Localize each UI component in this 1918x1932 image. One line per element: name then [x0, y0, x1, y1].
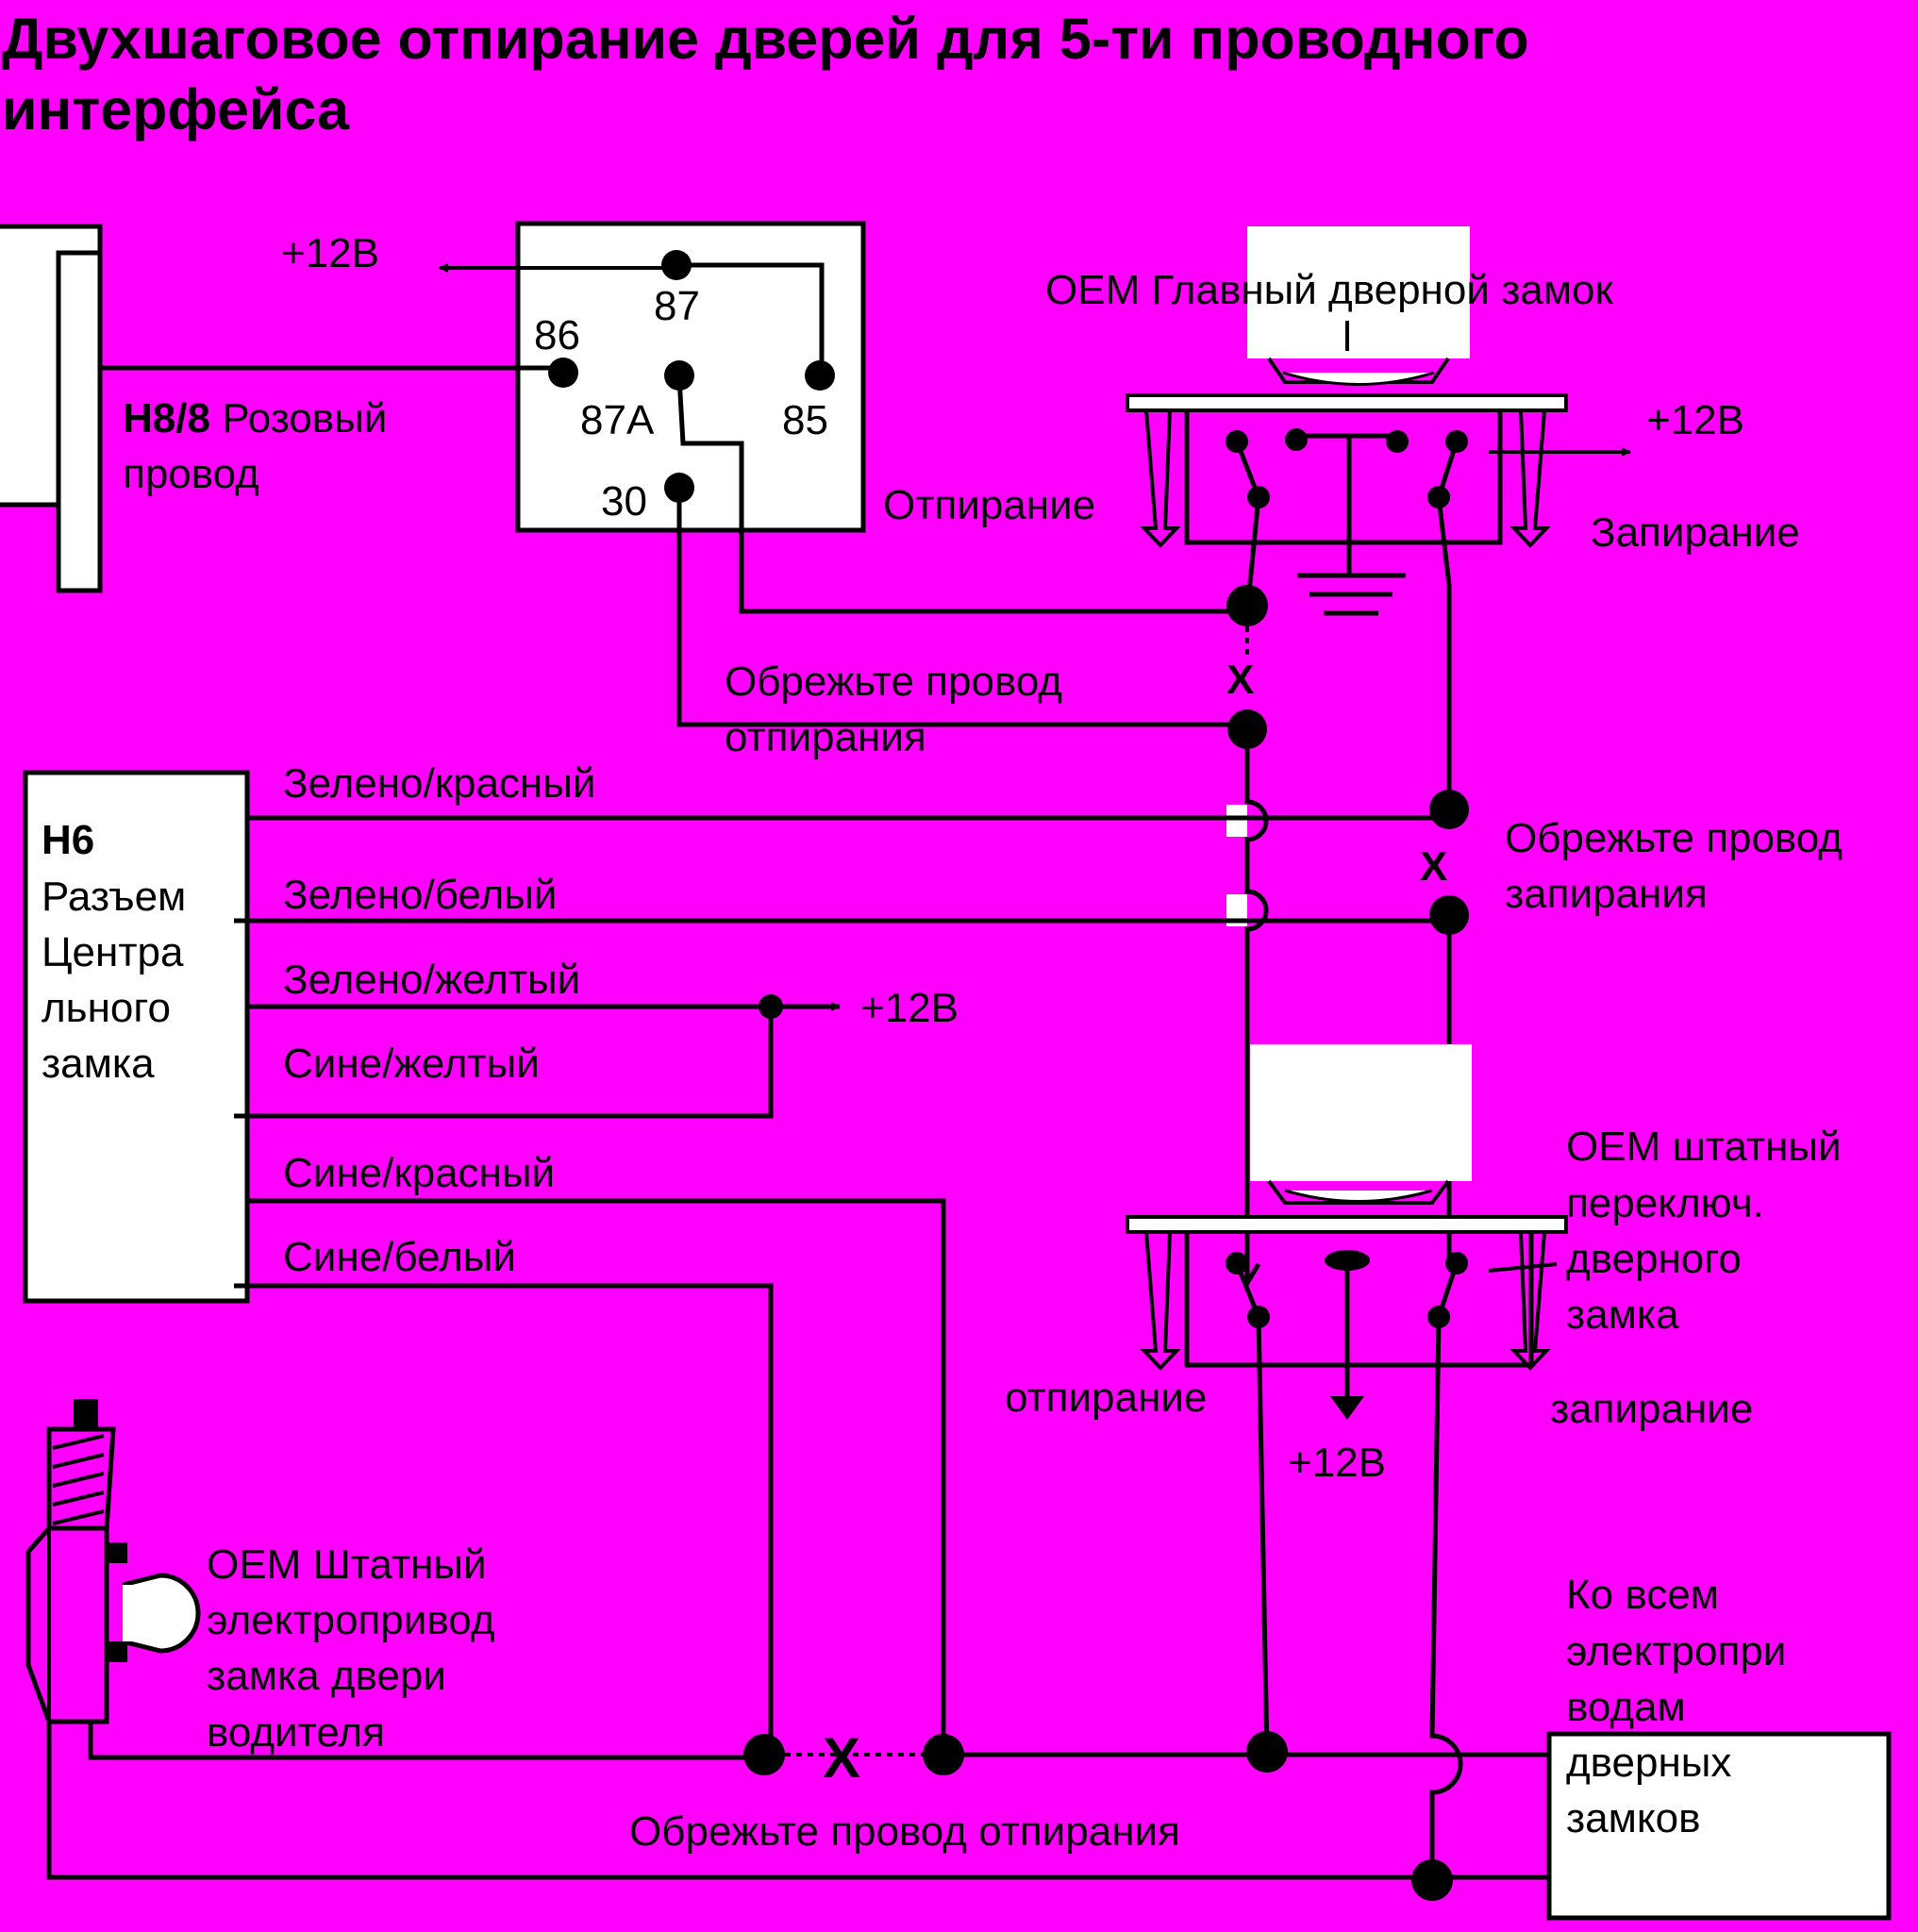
cut-mark-unlock-bottom: X: [823, 1726, 860, 1790]
relay-pin-30: 30: [601, 478, 647, 525]
h6-line-4: замка: [42, 1041, 155, 1087]
title-line-2: интерфейса: [2, 77, 350, 142]
oem-main-lock-lock-label: Запирание: [1591, 509, 1800, 556]
oem-main-lock-body: [1247, 226, 1470, 358]
relay-plus12-label: +12В: [281, 230, 379, 276]
splice-dot: [1411, 1859, 1453, 1901]
cut-unlock-bottom-label: Обрежьте провод отпирания: [629, 1808, 1180, 1855]
oem-switch-plus12: +12В: [1288, 1440, 1386, 1486]
relay-30-wire: [676, 488, 1247, 727]
all-actuators-box: [1546, 1731, 1892, 1921]
cut-unlock-1-line-1: Обрежьте провод: [725, 658, 1062, 705]
driver-actuator-line-2: электропривод: [207, 1597, 494, 1643]
h8-connector: [0, 224, 103, 593]
actuator-lock-wire: [46, 1722, 1549, 1880]
wire-blue-yellow: [234, 1007, 774, 1119]
relay-pin-85-dot: [805, 360, 835, 391]
oem-switch-lock-label: запирание: [1550, 1386, 1753, 1432]
relay-pin-86: 86: [534, 312, 580, 358]
all-actuators-line-5: замков: [1566, 1795, 1700, 1841]
wire-blue-yellow-label: Сине/желтый: [283, 1041, 540, 1087]
oem-lock-switch: [1126, 1044, 1568, 1420]
relay-pin-87-dot: [661, 250, 692, 280]
splice-dot: [743, 1734, 785, 1775]
cut-lock-line-1: Обрежьте провод: [1505, 815, 1843, 861]
oem-lock-switch-plate: [1126, 1215, 1568, 1234]
wire-green-white-label: Зелено/белый: [283, 872, 557, 918]
cut-mark-unlock-top: X: [1226, 657, 1254, 703]
h6-connector: [23, 770, 250, 1304]
all-actuators-line-1: Ко всем: [1566, 1572, 1719, 1618]
driver-actuator-line-4: водителя: [207, 1709, 385, 1756]
h6-line-1: Разъем: [42, 874, 186, 920]
oem-main-lock-plate: [1126, 393, 1568, 412]
oem-main-lock-unlock-label: Отпирание: [883, 482, 1095, 528]
actuator-unlock-wire: [88, 1722, 764, 1760]
wire-green-yellow-label: Зелено/желтый: [283, 957, 580, 1003]
wire-blue-red-label: Сине/красный: [283, 1150, 555, 1196]
splice-dot: [1227, 709, 1267, 749]
all-actuators-line-2: электропри: [1566, 1628, 1786, 1674]
oem-switch-line-4: замка: [1566, 1291, 1679, 1338]
relay-pin-86-dot: [548, 358, 578, 388]
h6-code: H6: [42, 817, 94, 863]
wire-plus12-label: +12В: [860, 985, 959, 1031]
wire-blue-white-label: Сине/белый: [283, 1234, 516, 1280]
oem-main-lock-title: OEM Главный дверной замок: [1045, 267, 1613, 313]
title-line-1: Двухшаговое отпирание дверей для 5-ти пр…: [2, 7, 1529, 71]
h8-label: H8/8 Розовый: [123, 395, 387, 441]
h6-line-3: льного: [42, 985, 171, 1031]
cut-lock-line-2: запирания: [1505, 871, 1708, 917]
driver-actuator-line-1: OEM Штатный: [207, 1541, 487, 1588]
splice-dot: [1226, 585, 1268, 626]
oem-switch-line-3: дверного: [1566, 1236, 1742, 1282]
oem-main-lock: [1126, 226, 1568, 616]
oem-lock-switch-body: [1250, 1044, 1472, 1181]
relay: 87 86 87A 85 30: [515, 221, 1247, 614]
relay-pin-87a: 87A: [580, 397, 655, 443]
relay-pin-85: 85: [782, 397, 828, 443]
relay-pin-87a-dot: [664, 360, 694, 391]
wire-blue-red: [247, 1198, 946, 1755]
driver-actuator: [25, 1399, 201, 1724]
relay-pin-87: 87: [654, 283, 700, 329]
wire-blue-white: [234, 1283, 774, 1755]
cut-unlock-1-line-2: отпирания: [725, 714, 926, 760]
oem-main-lock-plus12: +12В: [1646, 397, 1744, 443]
all-actuators-line-4: дверных: [1566, 1740, 1731, 1786]
oem-switch-unlock-label: отпирание: [1005, 1374, 1207, 1421]
all-actuators-line-3: водам: [1566, 1684, 1686, 1730]
driver-actuator-line-3: замка двери: [207, 1653, 446, 1699]
h8-label-line-2: провод: [123, 451, 259, 497]
splice-dot: [1246, 1731, 1288, 1773]
h6-line-2: Центра: [42, 929, 184, 975]
wire-green-red-label: Зелено/красный: [283, 760, 595, 807]
oem-switch-line-2: переключ.: [1566, 1180, 1764, 1226]
cut-mark-lock: X: [1420, 843, 1447, 890]
oem-switch-line-1: OEM штатный: [1566, 1124, 1842, 1170]
splice-dot: [1429, 790, 1469, 829]
